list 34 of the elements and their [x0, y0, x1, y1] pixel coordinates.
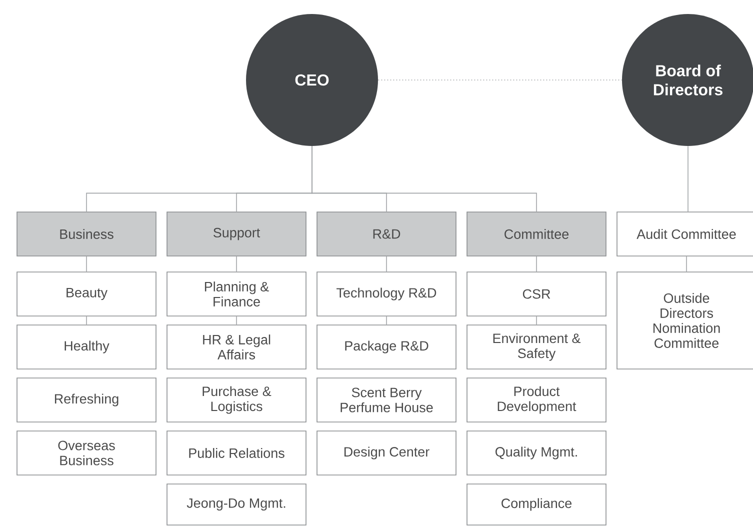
department-box: Jeong-Do Mgmt. — [166, 484, 306, 526]
tree-connector — [312, 146, 537, 212]
department-box: Package R&D — [316, 324, 456, 370]
department-box: Planning & Finance — [166, 272, 306, 316]
connector-line — [236, 316, 237, 325]
department-box: Beauty — [16, 272, 156, 316]
department-box: Audit Committee — [616, 212, 753, 256]
connector-line — [686, 256, 687, 272]
department-box: Public Relations — [166, 430, 306, 476]
division-header-box: Support — [166, 212, 306, 256]
connector-line — [536, 316, 537, 325]
department-box: CSR — [466, 272, 606, 316]
department-box: Environment & Safety — [466, 324, 606, 370]
connector-line — [236, 256, 237, 272]
department-box: HR & Legal Affairs — [166, 324, 306, 370]
department-box: Refreshing — [16, 378, 156, 422]
department-box: Design Center — [316, 430, 456, 476]
connector-line — [86, 316, 87, 325]
department-box: Scent Berry Perfume House — [316, 378, 456, 422]
department-box: Purchase & Logistics — [166, 378, 306, 422]
department-box: Outside Directors Nomination Committee — [616, 272, 753, 370]
connector-line — [386, 256, 387, 272]
department-box: Product Development — [466, 378, 606, 422]
department-box: Quality Mgmt. — [466, 430, 606, 476]
department-box: Technology R&D — [316, 272, 456, 316]
department-box: Healthy — [16, 324, 156, 370]
connector-line — [386, 316, 387, 325]
connector-line — [86, 256, 87, 272]
department-box: Overseas Business — [16, 430, 156, 476]
division-header-box: R&D — [316, 212, 456, 256]
department-box: Compliance — [466, 484, 606, 526]
division-header-box: Committee — [466, 212, 606, 256]
division-header-box: Business — [16, 212, 156, 256]
connector-line — [536, 256, 537, 272]
